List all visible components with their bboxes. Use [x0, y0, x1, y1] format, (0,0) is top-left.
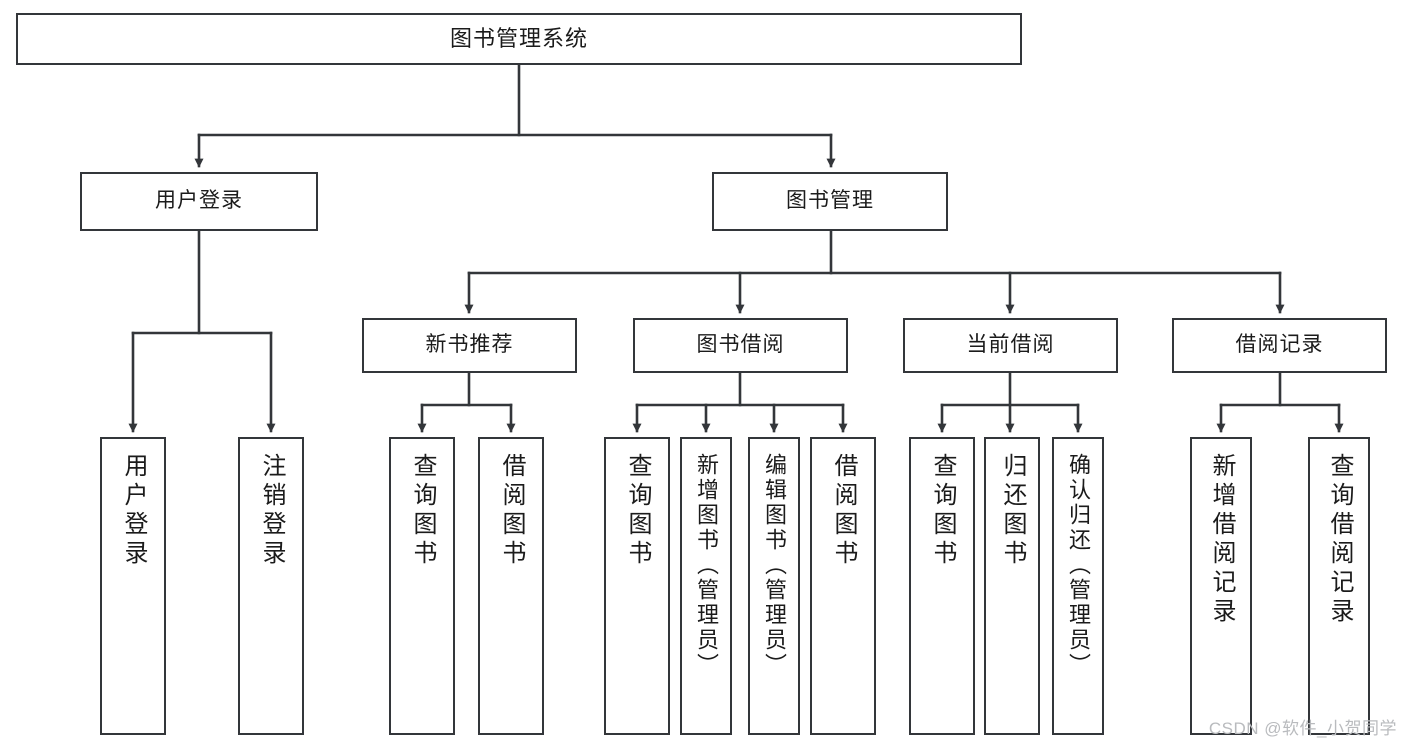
node-borrow-record-label: 借阅记录	[1235, 333, 1324, 357]
node-borrow-record[interactable]: 借阅记录	[1172, 318, 1387, 373]
node-current-borrow[interactable]: 当前借阅	[903, 318, 1118, 373]
leaf-current-borrow-return-label: 归还图书	[999, 453, 1026, 569]
node-root-system[interactable]: 图书管理系统	[16, 13, 1022, 65]
csdn-watermark: CSDN @软件_小贺同学	[1208, 719, 1397, 738]
leaf-user-login-login-label: 用户登录	[120, 453, 147, 569]
node-book-borrow[interactable]: 图书借阅	[633, 318, 848, 373]
leaf-current-borrow-confirm-return-label: 确认归还（管理员）	[1066, 453, 1091, 678]
node-book-management-label: 图书管理	[786, 189, 874, 213]
leaf-book-borrow-borrow[interactable]: 借阅图书	[810, 437, 876, 735]
leaf-book-borrow-edit-label: 编辑图书（管理员）	[762, 453, 787, 678]
node-book-management[interactable]: 图书管理	[712, 172, 948, 231]
leaf-book-borrow-borrow-label: 借阅图书	[830, 453, 857, 569]
leaf-book-borrow-query-label: 查询图书	[624, 453, 651, 569]
node-user-login-label: 用户登录	[155, 189, 243, 213]
leaf-new-book-query[interactable]: 查询图书	[389, 437, 455, 735]
leaf-new-book-borrow[interactable]: 借阅图书	[478, 437, 544, 735]
node-new-book-recommend[interactable]: 新书推荐	[362, 318, 577, 373]
leaf-user-login-login[interactable]: 用户登录	[100, 437, 166, 735]
leaf-book-borrow-add[interactable]: 新增图书（管理员）	[680, 437, 732, 735]
leaf-current-borrow-confirm-return[interactable]: 确认归还（管理员）	[1052, 437, 1104, 735]
node-root-system-label: 图书管理系统	[449, 26, 588, 52]
leaf-user-login-logout[interactable]: 注销登录	[238, 437, 304, 735]
leaf-current-borrow-query-label: 查询图书	[929, 453, 956, 569]
node-current-borrow-label: 当前借阅	[966, 333, 1055, 357]
leaf-borrow-record-query[interactable]: 查询借阅记录	[1308, 437, 1370, 735]
node-book-borrow-label: 图书借阅	[696, 333, 785, 357]
leaf-borrow-record-add-label: 新增借阅记录	[1208, 453, 1235, 627]
leaf-new-book-borrow-label: 借阅图书	[498, 453, 525, 569]
leaf-book-borrow-query[interactable]: 查询图书	[604, 437, 670, 735]
leaf-book-borrow-edit[interactable]: 编辑图书（管理员）	[748, 437, 800, 735]
node-new-book-recommend-label: 新书推荐	[425, 333, 514, 357]
leaf-book-borrow-add-label: 新增图书（管理员）	[694, 453, 719, 678]
leaf-current-borrow-query[interactable]: 查询图书	[909, 437, 975, 735]
leaf-new-book-query-label: 查询图书	[409, 453, 436, 569]
leaf-current-borrow-return[interactable]: 归还图书	[984, 437, 1040, 735]
leaf-user-login-logout-label: 注销登录	[258, 453, 285, 569]
leaf-borrow-record-query-label: 查询借阅记录	[1326, 453, 1353, 627]
leaf-borrow-record-add[interactable]: 新增借阅记录	[1190, 437, 1252, 735]
node-user-login[interactable]: 用户登录	[80, 172, 318, 231]
